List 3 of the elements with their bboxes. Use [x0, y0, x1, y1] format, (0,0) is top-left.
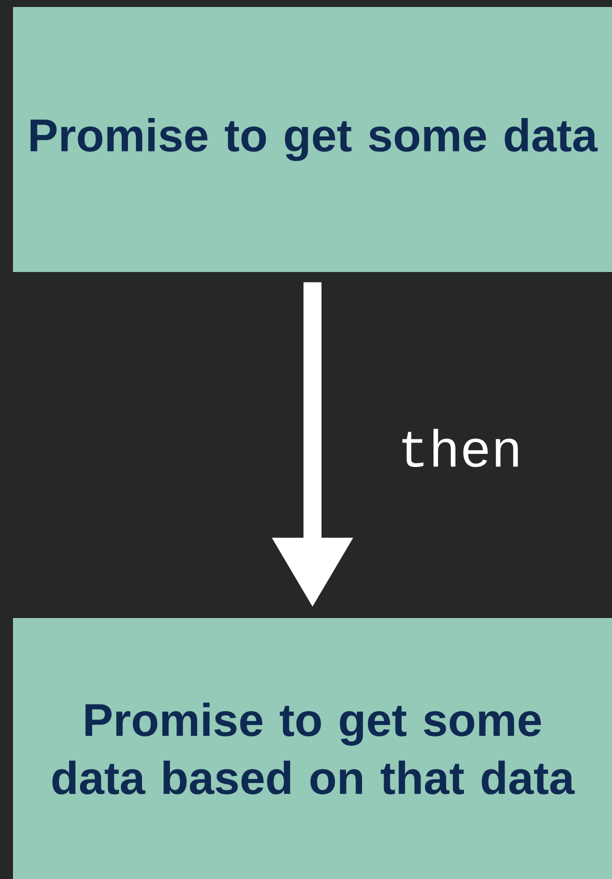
- process-box: Promise to get some data: [13, 7, 612, 272]
- edge-label: then: [396, 426, 524, 470]
- process-box: Promise to get some data based on that data: [13, 618, 612, 879]
